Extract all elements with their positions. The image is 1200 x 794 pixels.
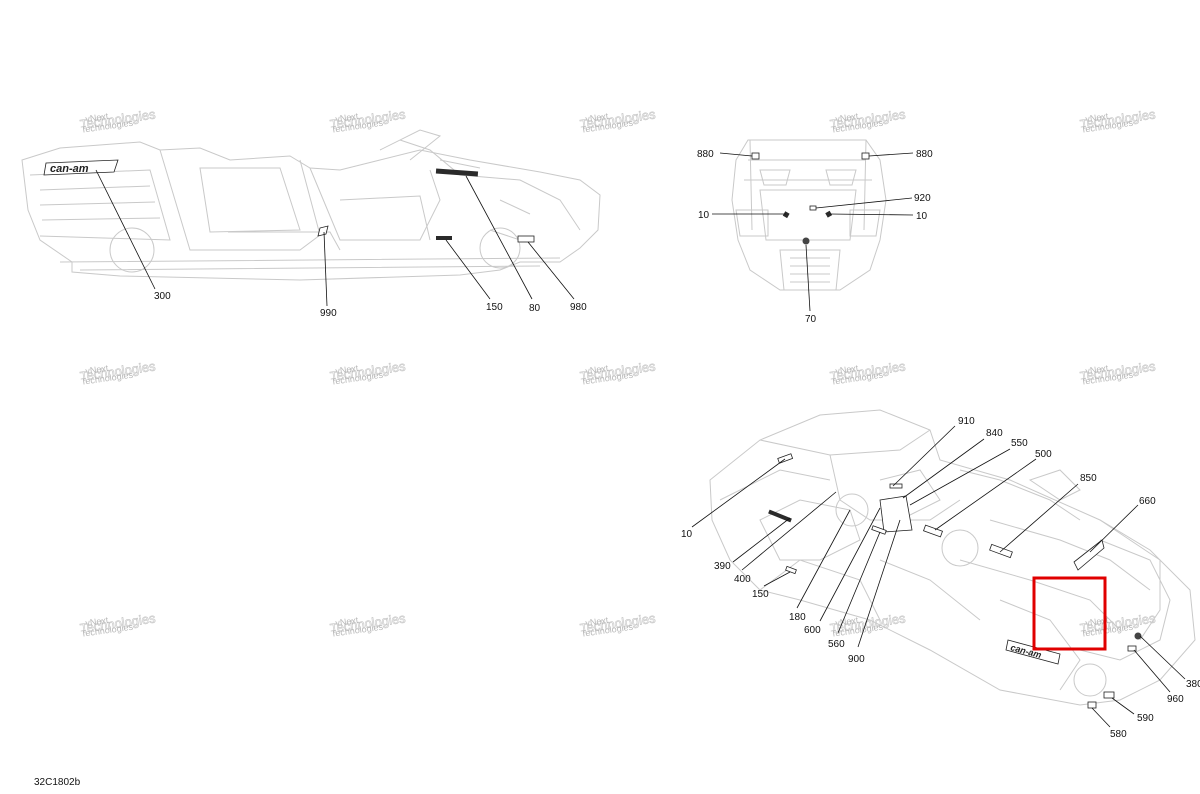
svg-text:vNext: vNext <box>1085 111 1110 124</box>
callout-990: 990 <box>320 308 337 319</box>
svg-text:vNext: vNext <box>585 363 610 376</box>
side-decal-990 <box>317 225 329 237</box>
side-logo-decal: can-am <box>43 159 119 176</box>
iso-decal-150 <box>785 565 797 575</box>
iso-decal-840 <box>879 495 913 533</box>
iso-decal-390 <box>768 509 792 523</box>
iso-emblem-380 <box>1134 632 1142 640</box>
callout-900: 900 <box>848 654 865 665</box>
callout-500: 500 <box>1035 449 1052 460</box>
iso-decal-560 <box>871 525 887 535</box>
svg-text:vNext: vNext <box>1085 615 1110 628</box>
svg-text:vNext: vNext <box>85 615 110 628</box>
svg-text:vNext: vNext <box>585 615 610 628</box>
side-decal-980 <box>517 235 535 243</box>
svg-text:vNext: vNext <box>585 111 610 124</box>
callout-80: 80 <box>529 303 541 314</box>
callout-10-right: 10 <box>916 211 928 222</box>
front-view-drawing: 880 880 920 10 10 70 <box>697 139 933 325</box>
front-decal-10-left <box>782 211 790 219</box>
callout-980: 980 <box>570 302 587 313</box>
callout-150-iso: 150 <box>752 589 769 600</box>
svg-text:vNext: vNext <box>835 615 860 628</box>
iso-decal-910 <box>889 483 903 489</box>
svg-text:vNext: vNext <box>85 363 110 376</box>
front-decal-10-right <box>825 210 833 218</box>
svg-text:vNext: vNext <box>335 111 360 124</box>
callout-300: 300 <box>154 291 171 302</box>
callout-600: 600 <box>804 625 821 636</box>
callout-560: 560 <box>828 639 845 650</box>
front-decal-880-left <box>751 152 760 160</box>
iso-decal-10 <box>777 453 794 464</box>
callout-880-right: 880 <box>916 149 933 160</box>
front-decal-880-right <box>861 152 870 160</box>
iso-decal-580 <box>1087 701 1097 709</box>
iso-decal-500 <box>923 524 943 538</box>
callout-180: 180 <box>789 612 806 623</box>
side-decal-150 <box>436 236 452 240</box>
iso-decal-660 <box>1073 539 1105 571</box>
iso-decal-590 <box>1103 691 1115 699</box>
callout-400: 400 <box>734 574 751 585</box>
callout-960: 960 <box>1167 694 1184 705</box>
callout-660: 660 <box>1139 496 1156 507</box>
callout-150: 150 <box>486 302 503 313</box>
svg-text:vNext: vNext <box>835 111 860 124</box>
callout-910: 910 <box>958 416 975 427</box>
callout-850: 850 <box>1080 473 1097 484</box>
callout-590: 590 <box>1137 713 1154 724</box>
highlight-box <box>1032 576 1107 651</box>
front-decal-920 <box>809 205 817 211</box>
diagram-code: 32C1802b <box>34 777 81 788</box>
svg-text:vNext: vNext <box>85 111 110 124</box>
svg-text:vNext: vNext <box>1085 363 1110 376</box>
svg-text:vNext: vNext <box>835 363 860 376</box>
iso-decal-960 <box>1127 645 1137 652</box>
callout-580: 580 <box>1110 729 1127 740</box>
front-emblem-70 <box>802 237 810 245</box>
callout-70: 70 <box>805 314 817 325</box>
svg-text:vNext: vNext <box>335 615 360 628</box>
callout-10-iso: 10 <box>681 529 693 540</box>
callout-10-left: 10 <box>698 210 710 221</box>
callout-550: 550 <box>1011 438 1028 449</box>
side-view-drawing: can-am 300 990 150 80 980 <box>21 129 601 319</box>
iso-view-drawing: can-am 910 840 550 500 850 660 10 <box>681 409 1200 740</box>
callout-920: 920 <box>914 193 931 204</box>
svg-text:vNext: vNext <box>335 363 360 376</box>
callout-380: 380 <box>1186 679 1200 690</box>
callout-390: 390 <box>714 561 731 572</box>
side-decal-80 <box>435 168 479 177</box>
side-logo-text: can-am <box>50 163 89 175</box>
callout-880-left: 880 <box>697 149 714 160</box>
callout-840: 840 <box>986 428 1003 439</box>
